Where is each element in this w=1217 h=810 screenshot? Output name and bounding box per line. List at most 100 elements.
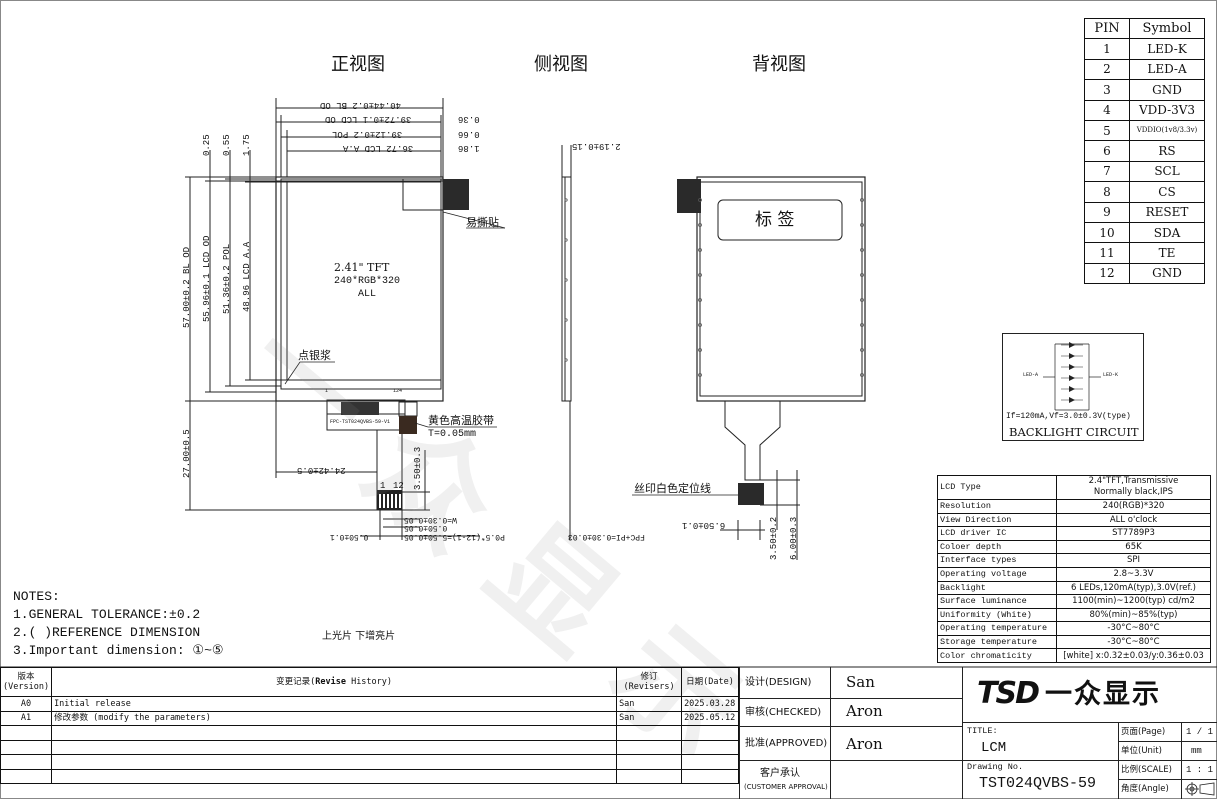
brand-row: TSD 一众显示 bbox=[963, 667, 1217, 723]
spec-row: Color chromaticity[white] x:0.32±0.03/y:… bbox=[937, 648, 1211, 664]
dim-lcd-od-height: 55.96±0.1 LCD OD bbox=[202, 235, 212, 322]
design-value: San bbox=[846, 673, 875, 691]
spec-value: 65K bbox=[1056, 539, 1211, 555]
spec-value: SPI bbox=[1056, 553, 1211, 568]
meta-col: 页面(Page) 1 / 1 单位(Unit) mm 比例(SCALE) 1 :… bbox=[1118, 723, 1217, 799]
rev-date bbox=[681, 725, 739, 741]
dim-050: 0.50±0.05 bbox=[404, 523, 448, 532]
pin-symbol: SDA bbox=[1129, 221, 1205, 244]
pin-1-top: 1 bbox=[325, 388, 329, 394]
fpc-label: FPC-TST024QVBS-59-V1 bbox=[330, 419, 391, 425]
rev-reviser-en: (Revisers) bbox=[623, 682, 675, 692]
customer-label: 客户承认 bbox=[760, 768, 800, 779]
spec-label: Backlight bbox=[937, 580, 1057, 596]
dim-036: 0.36 bbox=[458, 114, 480, 124]
pin-symbol: TE bbox=[1129, 242, 1205, 264]
pin-symbol: RESET bbox=[1129, 201, 1205, 223]
pin-symbol: SCL bbox=[1129, 160, 1205, 183]
title-block: TSD 一众显示 TITLE: LCM Drawing No. TST024QV… bbox=[962, 667, 1217, 799]
view-title-side: 侧视图 bbox=[534, 54, 588, 75]
spec-label: Resolution bbox=[937, 498, 1057, 514]
rev-reviser bbox=[616, 754, 683, 770]
rev-reviser-cn: 修订 bbox=[640, 671, 658, 682]
pin-number: 5 bbox=[1084, 119, 1130, 142]
pin-symbol: VDD-3V3 bbox=[1129, 99, 1205, 121]
title-label: TITLE: bbox=[967, 726, 998, 736]
dim-fpc-pi: FPC+PI=0.30±0.03 bbox=[568, 532, 645, 541]
rev-reviser bbox=[616, 725, 683, 741]
backlight-schematic bbox=[1043, 342, 1101, 411]
dim-pitch: P0.5*(12-1)=5.50±0.05 bbox=[404, 532, 505, 541]
pin-symbol: LED-A bbox=[1129, 58, 1205, 81]
rev-description bbox=[51, 725, 618, 741]
silk-line-label: 丝印白色定位线 bbox=[634, 482, 711, 495]
polarizer-note: 上光片 下增亮片 bbox=[322, 631, 396, 642]
rev-date bbox=[681, 739, 739, 755]
angle-row: 角度(Angle) bbox=[1119, 780, 1217, 799]
signoff-divider bbox=[830, 727, 831, 761]
rev-description: 修改参数 (modify the parameters) bbox=[51, 710, 618, 726]
tft-view: ALL bbox=[358, 289, 377, 300]
dim-025: 0.25 bbox=[202, 134, 212, 156]
note-1: 1.GENERAL TOLERANCE:±0.2 bbox=[13, 607, 201, 622]
unit-value: mm bbox=[1191, 746, 1202, 756]
rev-history-a: 变更记录( bbox=[276, 676, 316, 687]
revision-header: 版本 (Version) 变更记录(Revise History) 修订 (Re… bbox=[0, 667, 739, 697]
pin-number: 6 bbox=[1084, 140, 1130, 162]
rev-version bbox=[0, 754, 53, 770]
pin-number: 11 bbox=[1084, 242, 1130, 264]
note-2: 2.( )REFERENCE DIMENSION bbox=[13, 625, 201, 640]
pin-number: 4 bbox=[1084, 99, 1130, 121]
revision-row bbox=[0, 725, 739, 741]
spec-label: Operating voltage bbox=[937, 566, 1057, 582]
pin-number: 3 bbox=[1084, 79, 1130, 101]
spec-label: View Direction bbox=[937, 512, 1057, 528]
projection-symbol-icon bbox=[1185, 782, 1215, 796]
pin-symbol: RS bbox=[1129, 140, 1205, 162]
dim-aa-height: 48.96 LCD A.A bbox=[242, 241, 252, 312]
backlight-title: BACKLIGHT CIRCUIT bbox=[1009, 425, 1139, 439]
rev-version-en: (Version) bbox=[3, 682, 50, 692]
pin-symbol: VDDIO(1v8/3.3v) bbox=[1129, 119, 1205, 142]
rev-reviser bbox=[616, 768, 683, 784]
pin-124: 124 bbox=[393, 388, 403, 394]
rev-version: A1 bbox=[0, 710, 53, 726]
pin-number: 2 bbox=[1084, 58, 1130, 81]
yellow-tape-label: 黄色高温胶带 bbox=[428, 414, 494, 427]
page-label: 页面(Page) bbox=[1121, 727, 1166, 737]
spec-label: Storage temperature bbox=[937, 634, 1057, 650]
rev-version bbox=[0, 725, 53, 741]
spec-value: 80%(min)~85%(typ) bbox=[1056, 607, 1211, 623]
revision-row bbox=[0, 754, 739, 770]
view-title-back: 背视图 bbox=[752, 54, 806, 75]
dim-066: 0.66 bbox=[458, 129, 480, 139]
brand-name: 一众显示 bbox=[1045, 679, 1161, 710]
spec-row: Operating temperature-30°C~80°C bbox=[937, 621, 1211, 636]
spec-value: ST7789P3 bbox=[1056, 526, 1211, 541]
dim-pol-width: 39.12±0.2 POL bbox=[332, 129, 403, 139]
side-thickness: 2.19±0.15 bbox=[572, 141, 621, 151]
dim-650: 6.50±0.1 bbox=[682, 520, 726, 530]
title-row: TITLE: LCM bbox=[963, 723, 1118, 761]
pin-number: 12 bbox=[1084, 262, 1130, 285]
signoff-customer-row: 客户承认 (CUSTOMER APPROVAL) bbox=[740, 761, 963, 799]
pin-number: 1 bbox=[1084, 38, 1130, 60]
spec-label: Interface types bbox=[937, 553, 1057, 568]
rev-date bbox=[681, 754, 739, 770]
customer-en: (CUSTOMER APPROVAL) bbox=[744, 783, 828, 791]
dim-pol-height: 51.36±0.2 POL bbox=[222, 243, 232, 314]
spec-label: Color chromaticity bbox=[937, 648, 1057, 664]
rev-description bbox=[51, 739, 618, 755]
pin-number: 9 bbox=[1084, 201, 1130, 223]
